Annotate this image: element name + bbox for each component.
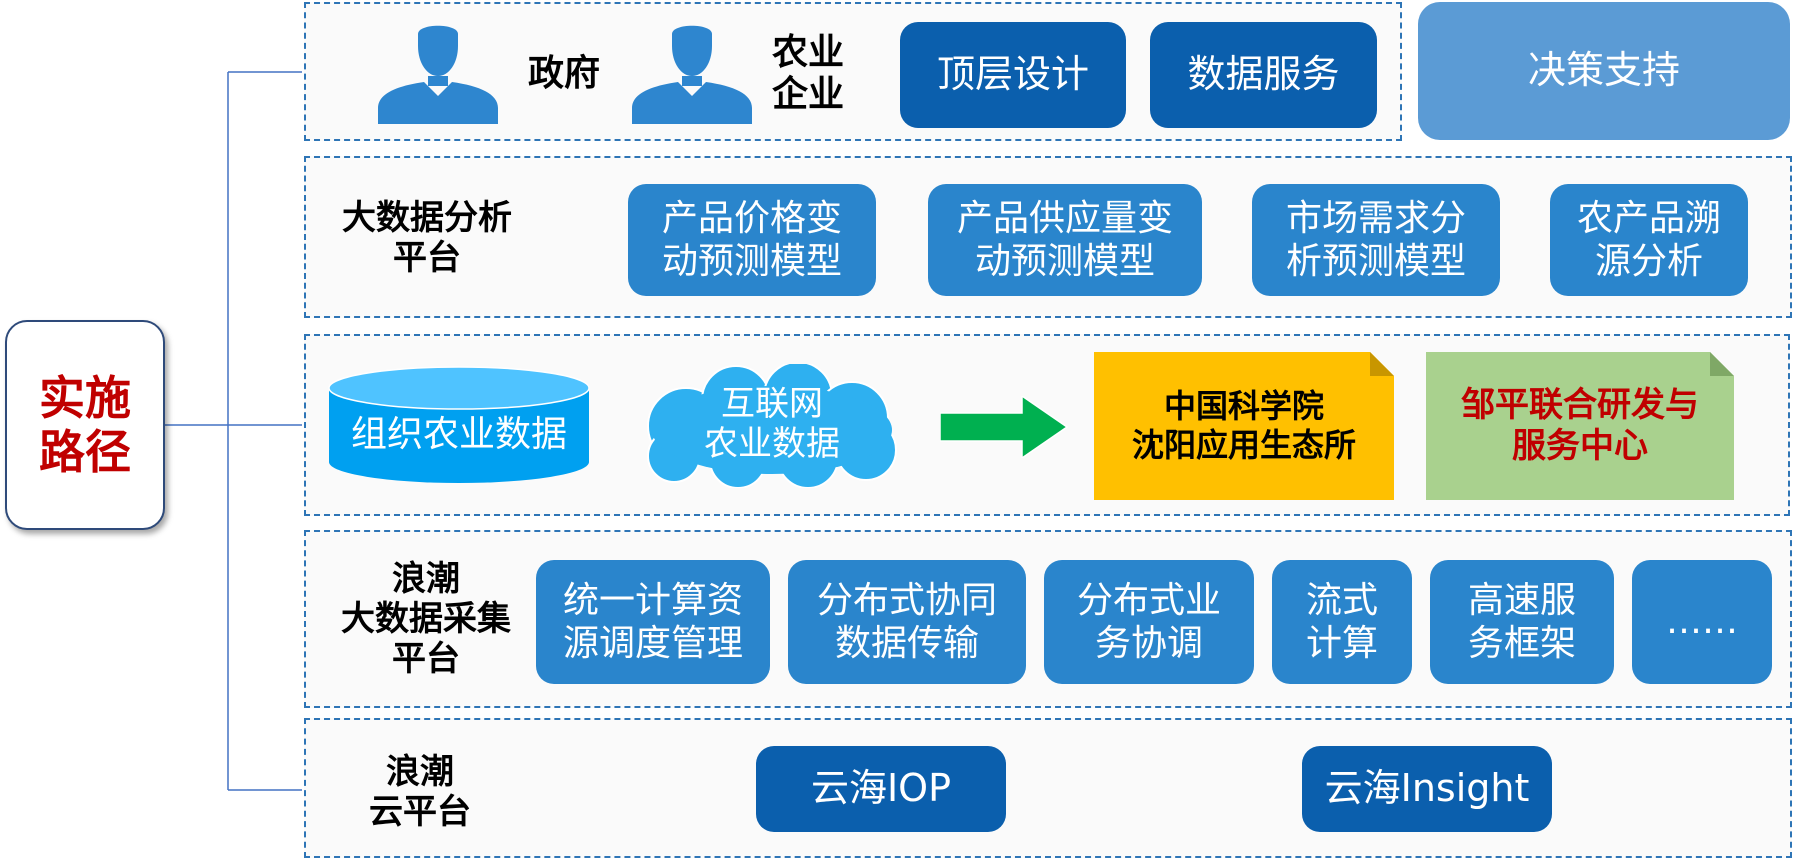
root-node-implementation-path: 实施 路径: [5, 320, 165, 530]
model-box-demand-forecast: 市场需求分 析预测模型: [1252, 184, 1500, 296]
actor-label-agri-enterprise: 农业 企业: [771, 31, 844, 115]
product-box-iop: 云海IOP: [756, 746, 1006, 832]
actor-label-government: 政府: [527, 52, 600, 94]
product-box-insight: 云海Insight: [1302, 746, 1552, 832]
module-box-stream-computing: 流式 计算: [1272, 560, 1412, 684]
person-icon: [378, 25, 498, 124]
module-box-service-framework: 高速服 务框架: [1430, 560, 1614, 684]
module-box-service-coordination: 分布式业 务协调: [1044, 560, 1254, 684]
model-box-price-forecast: 产品价格变 动预测模型: [628, 184, 876, 296]
cylinder-label: 组织农业数据: [350, 413, 567, 455]
cloud-label: 互联网 农业数据: [704, 383, 840, 464]
arrow-right-icon: [940, 396, 1068, 458]
cloud-platform-label: 浪潮 云平台: [369, 751, 471, 832]
partner-note-cas: 中国科学院 沈阳应用生态所: [1094, 352, 1394, 500]
service-box-top-design: 顶层设计: [900, 22, 1126, 128]
person-icon: [632, 25, 752, 124]
database-cylinder-icon: [328, 366, 590, 483]
decision-support-box: 决策支持: [1418, 2, 1790, 140]
analysis-platform-label: 大数据分析 平台: [342, 197, 512, 278]
module-box-resource-scheduling: 统一计算资 源调度管理: [536, 560, 770, 684]
module-box-more: ……: [1632, 560, 1772, 684]
module-box-data-transfer: 分布式协同 数据传输: [788, 560, 1026, 684]
cloud-layer-band: [304, 718, 1792, 858]
service-box-data-service: 数据服务: [1150, 22, 1377, 128]
model-box-supply-forecast: 产品供应量变 动预测模型: [928, 184, 1202, 296]
model-box-traceability: 农产品溯 源分析: [1550, 184, 1748, 296]
collection-platform-label: 浪潮 大数据采集 平台: [341, 558, 511, 680]
cloud-icon: [647, 364, 897, 488]
partner-note-zouping: 邹平联合研发与 服务中心: [1426, 352, 1734, 500]
